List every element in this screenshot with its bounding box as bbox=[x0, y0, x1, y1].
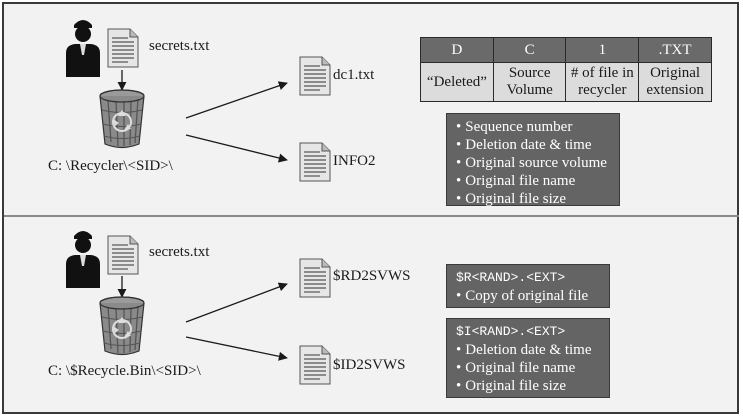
info-file-label: INFO2 bbox=[333, 153, 376, 169]
recycle-bin-icon bbox=[99, 296, 145, 356]
list-item-label: Original file name bbox=[465, 173, 576, 189]
r-file-label: $RD2SVWS bbox=[333, 268, 411, 284]
table-cell: “Deleted” bbox=[420, 62, 494, 102]
cell-line: # of file in bbox=[570, 65, 634, 81]
secret-document-icon bbox=[107, 235, 139, 275]
table-header-cell: 1 bbox=[565, 37, 640, 63]
arrow-icon bbox=[185, 81, 288, 119]
bullet: • bbox=[456, 342, 462, 358]
list-item: •Original file name bbox=[456, 172, 612, 190]
arrow-icon bbox=[185, 134, 288, 163]
arrow-icon bbox=[185, 282, 288, 323]
bullet: • bbox=[456, 288, 462, 304]
secret-file-label: secrets.txt bbox=[149, 38, 210, 54]
secret-file-label: secrets.txt bbox=[149, 244, 210, 260]
person-icon bbox=[66, 20, 100, 77]
document-icon bbox=[299, 345, 331, 385]
document-icon bbox=[299, 258, 331, 298]
renamed-file-label: dc1.txt bbox=[333, 67, 375, 83]
cell-line: recycler bbox=[578, 82, 627, 98]
recycle-bin-icon bbox=[99, 89, 145, 149]
list-item-label: Sequence number bbox=[465, 119, 573, 135]
bullet: • bbox=[456, 191, 462, 207]
arrow-icon bbox=[185, 336, 288, 361]
list-item: •Copy of original file bbox=[456, 287, 602, 305]
list-item: •Deletion date & time bbox=[456, 136, 612, 154]
table-header-cell: .TXT bbox=[638, 37, 712, 63]
section-divider bbox=[4, 215, 739, 217]
list-item: •Deletion date & time bbox=[456, 341, 602, 359]
cell-line: Source bbox=[508, 65, 551, 81]
box-header: $R<RAND>.<EXT> bbox=[456, 270, 566, 285]
list-item-label: Original file size bbox=[465, 378, 567, 394]
list-item: •Sequence number bbox=[456, 118, 612, 136]
secret-document-icon bbox=[107, 28, 139, 68]
list-item: •Original file size bbox=[456, 377, 602, 395]
list-item: •Original file name bbox=[456, 359, 602, 377]
list-item-label: Deletion date & time bbox=[465, 137, 592, 153]
document-icon bbox=[299, 56, 331, 96]
cell-line: Volume bbox=[506, 82, 553, 98]
i-file-label: $ID2SVWS bbox=[333, 357, 406, 373]
box-header: $I<RAND>.<EXT> bbox=[456, 324, 566, 339]
r-file-contents-box: $R<RAND>.<EXT> •Copy of original file bbox=[446, 264, 610, 308]
info2-contents-box: •Sequence number •Deletion date & time •… bbox=[446, 113, 620, 208]
cell-line: “Deleted” bbox=[426, 73, 487, 90]
bullet: • bbox=[456, 360, 462, 376]
list-item: •Original file size bbox=[456, 190, 612, 208]
i-file-contents-box: $I<RAND>.<EXT> •Deletion date & time •Or… bbox=[446, 318, 610, 398]
list-item-label: Original source volume bbox=[465, 155, 607, 171]
recycle-bin-path-label: C: \$Recycle.Bin\<SID>\ bbox=[48, 363, 201, 379]
cell-line: extension bbox=[646, 82, 704, 98]
list-item-label: Original file name bbox=[465, 360, 576, 376]
list-item-label: Original file size bbox=[465, 191, 567, 207]
document-icon bbox=[299, 142, 331, 182]
table-header-row: D C 1 .TXT bbox=[420, 37, 712, 63]
list-item-label: Copy of original file bbox=[465, 288, 589, 304]
recycler-path-label: C: \Recycler\<SID>\ bbox=[48, 158, 173, 174]
table-header-cell: C bbox=[492, 37, 567, 63]
table-header-cell: D bbox=[420, 37, 494, 63]
bullet: • bbox=[456, 378, 462, 394]
bullet: • bbox=[456, 155, 462, 171]
person-icon bbox=[66, 231, 100, 288]
bullet: • bbox=[456, 173, 462, 189]
list-item-label: Deletion date & time bbox=[465, 342, 592, 358]
list-item: •Original source volume bbox=[456, 154, 612, 172]
bullet: • bbox=[456, 137, 462, 153]
bullet: • bbox=[456, 119, 462, 135]
cell-line: Original bbox=[650, 65, 701, 81]
